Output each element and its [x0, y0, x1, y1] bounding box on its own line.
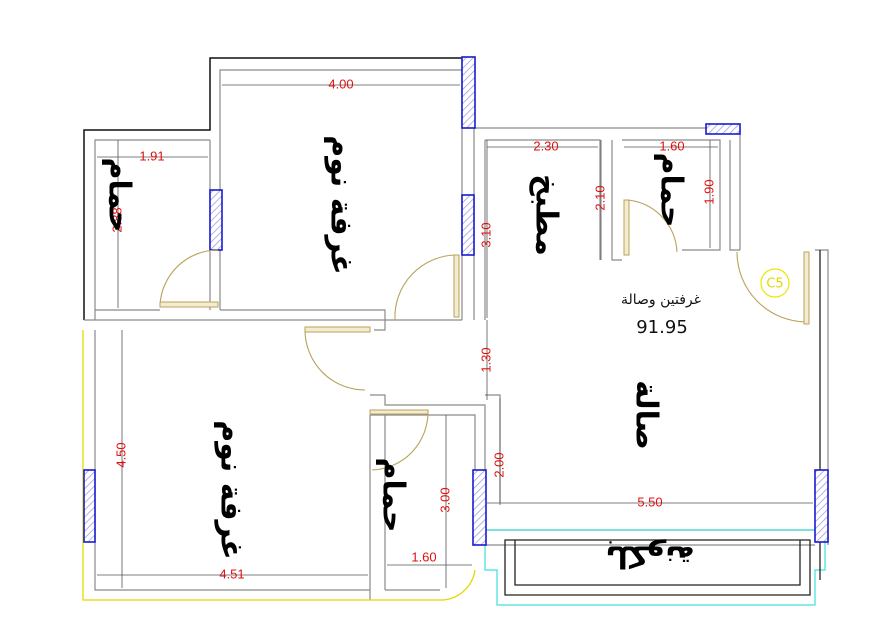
room-bedroom-top: غرفة نوم [324, 135, 359, 275]
dim-bath-topleft-width: 1.91 [139, 148, 164, 163]
window [472, 469, 487, 546]
room-kitchen: مطبخ [529, 174, 564, 256]
room-balcony: بلكونة [605, 539, 694, 574]
dim-living-side: 2.00 [491, 452, 506, 477]
summary-title: غرفتين وصالة [621, 292, 701, 308]
dim-bedroom-top-width: 4.00 [328, 76, 353, 91]
dim-kitchen-side: 3.10 [478, 222, 493, 247]
dim-kitchen-width: 2.30 [533, 138, 558, 153]
room-living: صالة [629, 380, 664, 450]
room-bath-top: حمام [654, 153, 689, 228]
window [461, 194, 475, 256]
marker-circle [760, 268, 790, 298]
room-bedroom-bottom: غرفة نوم [214, 420, 249, 560]
room-bath-topleft: حمام [102, 158, 137, 233]
window [705, 123, 741, 135]
dim-bath-topleft-height: 2.88 [109, 207, 124, 232]
room-labels: غرفة نوم غرفة نوم حمام حمام حمام مطبخ صا… [102, 135, 790, 574]
dim-living-width: 5.50 [637, 494, 662, 509]
dim-bedroom-bottom-height: 4.50 [113, 442, 128, 467]
dim-bath-bottom-height: 3.00 [437, 487, 452, 512]
summary-area: 91.95 [636, 317, 688, 338]
dim-corridor: 1.30 [478, 347, 493, 372]
window [83, 469, 96, 543]
walls [82, 57, 829, 606]
window [461, 56, 476, 129]
window [209, 189, 223, 251]
window [814, 469, 829, 543]
dim-bath-bottom-width: 1.60 [411, 549, 436, 564]
dim-bedroom-bottom-width: 4.51 [219, 566, 244, 581]
room-bath-bottom: حمام [376, 458, 411, 533]
doors [159, 199, 810, 471]
windows [83, 56, 829, 546]
dimension-lines [97, 84, 813, 588]
marker-label: C5 [766, 277, 783, 292]
dimension-labels: 4.00 1.91 2.88 2.30 2.10 3.10 1.60 1.90 … [109, 76, 716, 581]
dim-bath-top-width: 1.60 [659, 138, 684, 153]
dim-kitchen-height: 2.10 [592, 185, 607, 210]
dim-bath-top-height: 1.90 [701, 179, 716, 204]
